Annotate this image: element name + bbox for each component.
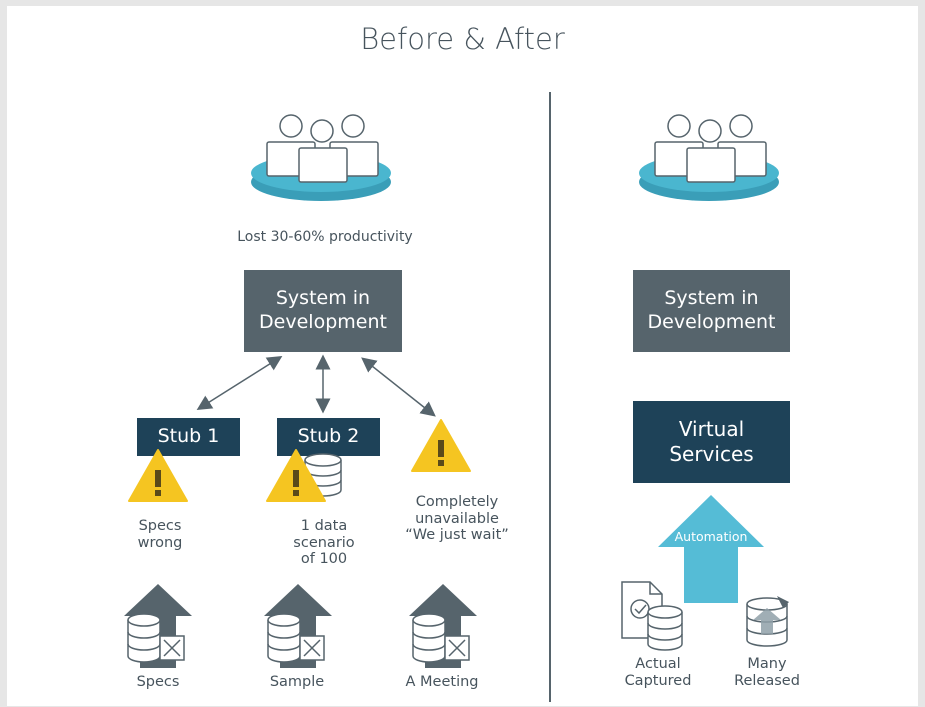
upload-arrow-icon (124, 584, 192, 668)
source-label-specs: Specs (136, 674, 180, 690)
issue-label-unavailable: Completely unavailable “We just wait” (405, 494, 509, 544)
team-icon (251, 114, 391, 201)
arrow-to-unavailable (361, 357, 436, 417)
virtual-box-line1: Virtual (678, 417, 745, 441)
database-x-icon (127, 613, 185, 663)
team-icon (639, 114, 779, 201)
warning-icon (128, 449, 188, 502)
warning-icon (266, 449, 326, 502)
divider-line (549, 92, 551, 702)
stub1-label: Stub 1 (157, 425, 220, 448)
stub2-label: Stub 2 (297, 425, 360, 448)
system-box-line2: Development (259, 311, 387, 333)
productivity-note: Lost 30-60% productivity (237, 229, 413, 245)
automation-arrow-icon (658, 495, 764, 603)
database-x-icon (412, 613, 470, 663)
virtual-box-line2: Services (669, 442, 754, 466)
issue-label-data-scenario: 1 data scenario of 100 (293, 518, 355, 568)
automation-label: Automation (674, 529, 748, 544)
warning-icon (411, 419, 471, 472)
system-in-development-box-before: System in Development (244, 270, 402, 352)
slide-title: Before & After (360, 22, 565, 56)
upload-arrow-icon (409, 584, 477, 668)
system-box-line2: Development (647, 311, 776, 333)
system-in-development-box-after: System in Development (633, 270, 790, 352)
stub1-box: Stub 1 (137, 418, 240, 456)
virtual-services-box: Virtual Services (633, 401, 790, 483)
source-label-meeting: A Meeting (405, 674, 479, 690)
source-label-many-released: Many Released (734, 656, 800, 689)
database-recycle-icon (746, 596, 789, 647)
system-box-line1: System in (664, 287, 759, 310)
system-box-line1: System in (275, 287, 371, 310)
upload-arrow-icon (264, 584, 332, 668)
database-x-icon (267, 613, 325, 663)
source-label-actual-captured: Actual Captured (624, 656, 692, 689)
database-icon (647, 605, 683, 651)
issue-label-specs-wrong: Specs wrong (137, 518, 183, 551)
arrow-to-stub1 (196, 356, 283, 410)
document-check-icon (621, 581, 683, 651)
stub2-box: Stub 2 (277, 418, 380, 456)
source-label-sample: Sample (269, 674, 325, 690)
